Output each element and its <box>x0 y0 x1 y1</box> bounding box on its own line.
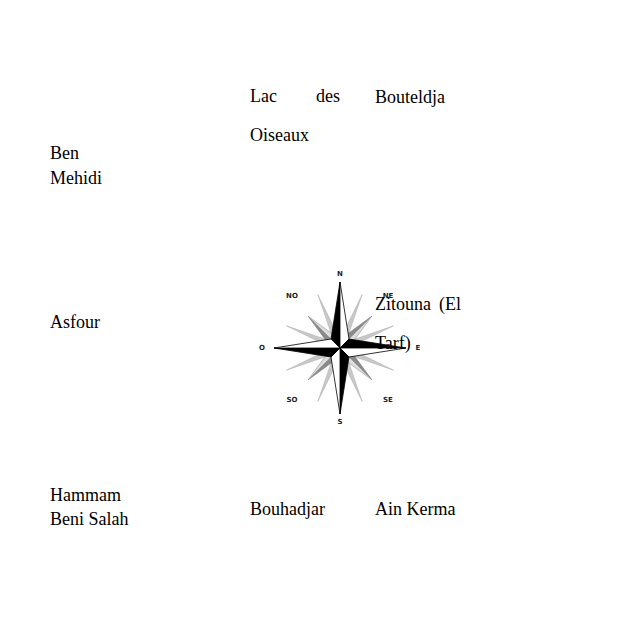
place-name: Hammam Beni Salah <box>50 483 150 531</box>
compass-letter: SO <box>282 396 302 404</box>
compass-letter: NO <box>282 292 302 300</box>
place-name: Ben Mehidi <box>50 141 133 191</box>
compass-letter: E <box>411 344 425 352</box>
compass-letter: SE <box>378 396 398 404</box>
place-name: Bouhadjar <box>250 497 360 522</box>
place-name: Ain Kerma <box>375 497 485 522</box>
compass-point <box>331 348 349 414</box>
compass-point <box>274 339 340 357</box>
compass-letter: O <box>255 344 269 352</box>
compass-letter: S <box>330 418 350 426</box>
compass-point <box>331 282 349 348</box>
compass-letter: N <box>330 270 350 278</box>
place-name: Asfour <box>50 310 150 335</box>
place-name: Lac des Oiseaux <box>250 77 340 155</box>
place-name: Bouteldja <box>375 85 475 110</box>
